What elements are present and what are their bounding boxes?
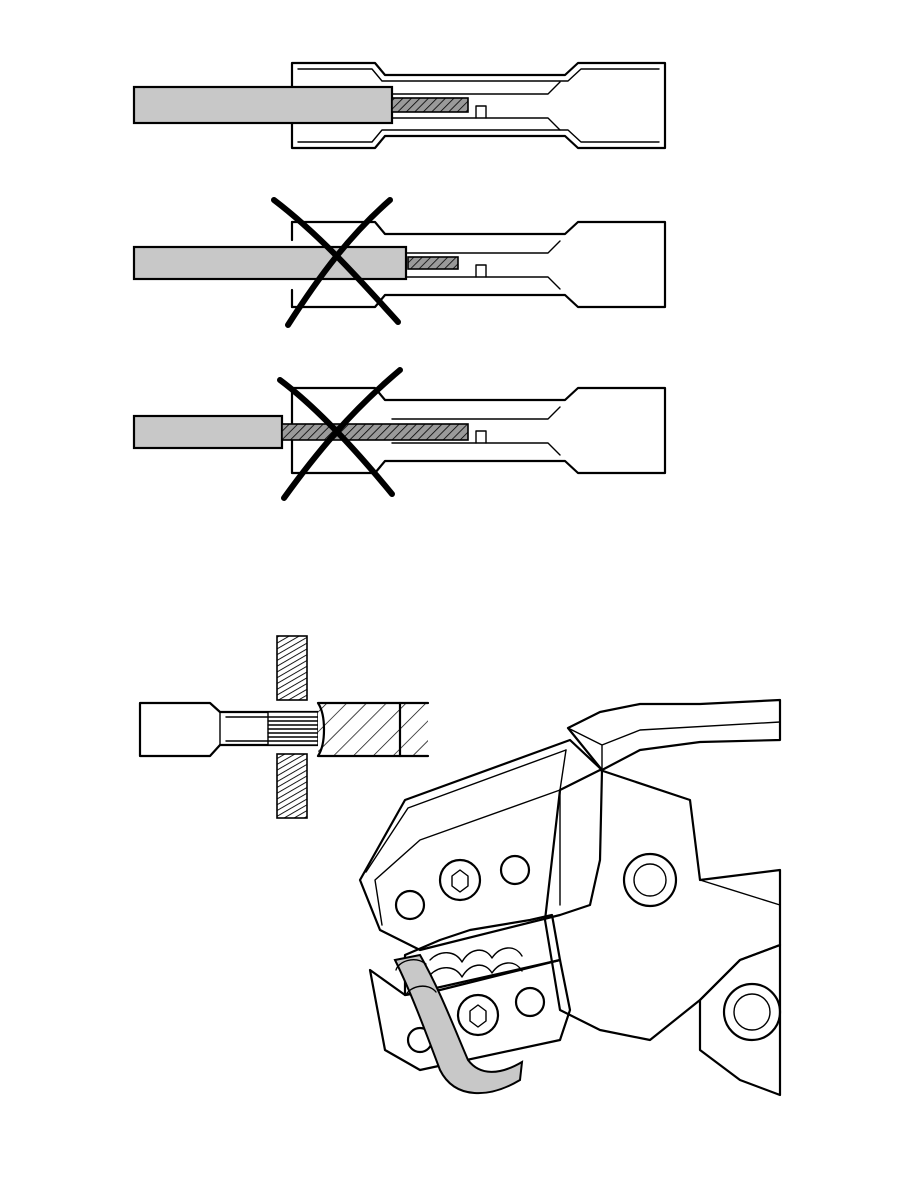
connector-outline [290,220,667,309]
wire-core [281,423,469,441]
wire-in-tool [393,953,524,1095]
connector-outline [290,61,667,150]
tool-body [543,768,782,1042]
wire-core [407,256,459,270]
jaw-screw [456,993,500,1037]
jaw-screw [438,858,482,902]
jaw-hole [394,889,426,921]
panel-crimp-section [138,635,430,819]
upper-jaw [358,738,604,952]
lower-pivot-bolt [722,982,782,1042]
panel-crimping-tool [358,698,782,1097]
panel-not-inserted [132,197,667,328]
jaw-hole [499,854,531,886]
wire-core [391,97,469,113]
upper-handle [566,698,782,772]
wire-insulation [132,85,394,125]
cross-mark-icon [271,197,401,328]
jaw-hole [514,986,546,1018]
wire-insulation [132,414,284,450]
cross-mark-icon [277,367,403,501]
upper-crimp-die [276,635,308,701]
panel-correct-insertion [132,61,667,150]
panel-over-stripped [132,367,667,501]
pivot-bolt [622,852,678,908]
wire-insulation [132,245,408,281]
lower-handle [698,943,782,1097]
crimped-strands [267,711,319,746]
lower-crimp-die [276,753,308,819]
